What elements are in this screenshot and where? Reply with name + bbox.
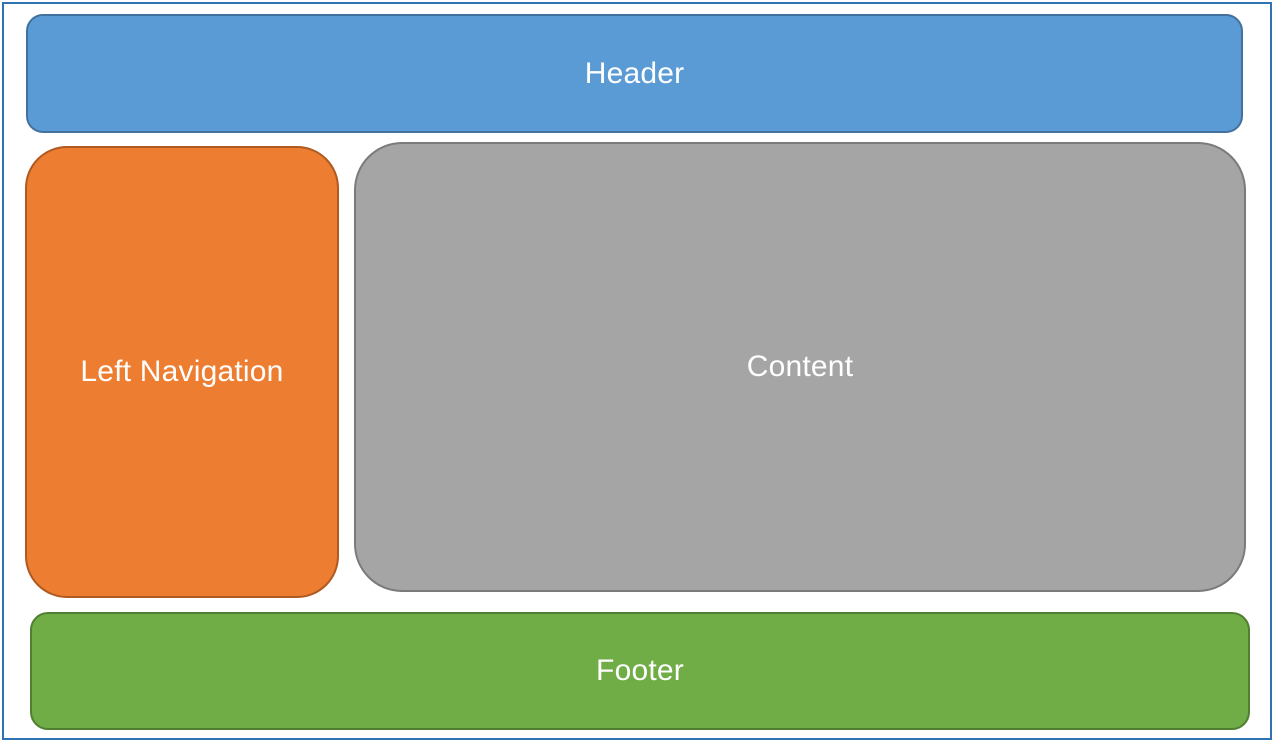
footer-label: Footer [596, 654, 684, 687]
header-label: Header [584, 56, 685, 90]
header-box: Header [26, 14, 1243, 133]
left-navigation-box: Left Navigation [25, 146, 339, 598]
content-label: Content [746, 350, 854, 383]
content-box: Content [354, 142, 1246, 592]
footer-box: Footer [30, 612, 1250, 730]
left-navigation-label: Left Navigation [80, 355, 284, 388]
